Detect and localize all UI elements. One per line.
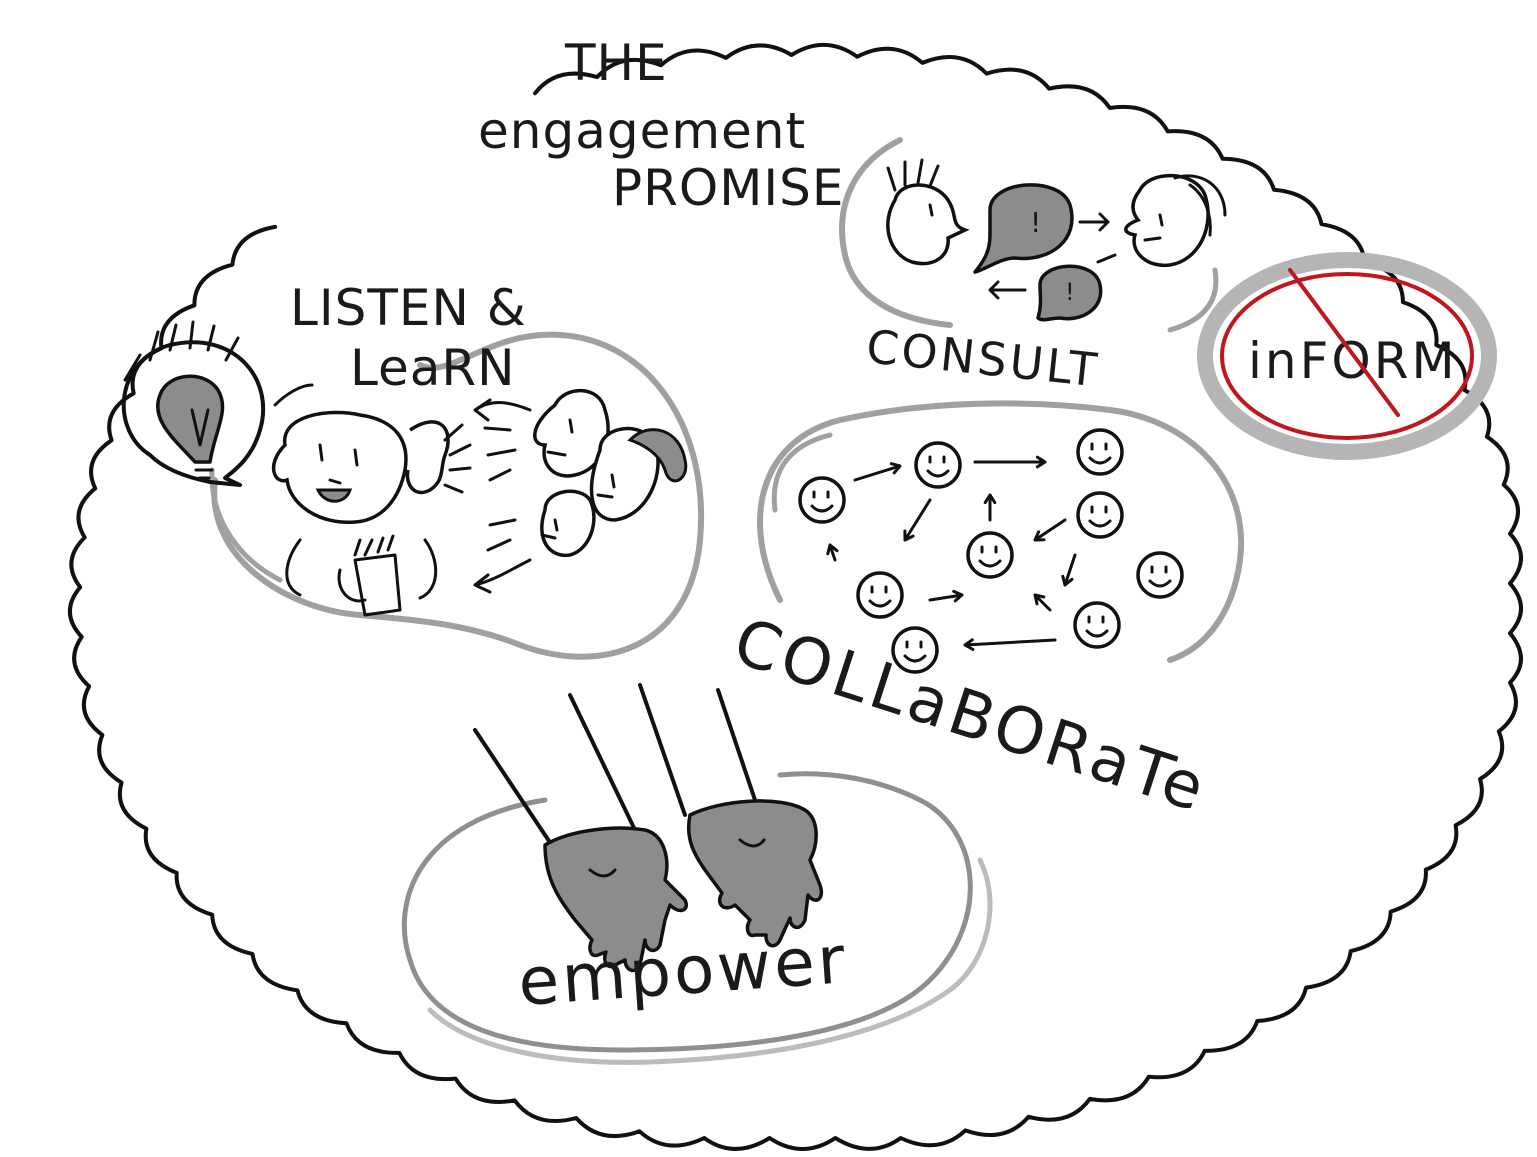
empower-halo-outer [427,857,993,1065]
bubble-mark-1: ! [1030,206,1041,239]
listen-learn-group: LISTEN & LeaRN [121,279,705,660]
listen-label-line1: LISTEN & [290,279,527,337]
arrow-icon [903,498,932,542]
consult-label: CONSULT [864,319,1102,397]
title-group: THE engagement PROMISE [478,34,844,217]
arrow-icon [853,462,902,482]
right-arm-icon [638,683,757,817]
consultant-right-face-icon [1124,173,1210,268]
arrow-icon [1033,593,1052,612]
smiley-face-icon [798,476,846,524]
cloud-outline [67,42,1523,1151]
title-line3: PROMISE [612,159,844,217]
consult-group: ! ! CONSULT [839,137,1227,397]
smiley-face-icon [914,441,962,489]
arrow-right-icon [1078,212,1110,232]
inform-group: inFORM [1197,252,1497,460]
listener-person-icon [271,410,472,617]
smiley-face-icon [1076,428,1124,476]
listen-halo [211,331,705,660]
listen-label-line2: LeaRN [350,339,516,397]
arrow-icon [963,638,1057,651]
listen-halo-inner [209,467,283,583]
bubble-mark-2: ! [1065,278,1075,306]
collaborate-halo [757,400,1245,663]
collaborate-halo-inner [771,432,833,513]
right-hand-icon [687,799,823,948]
consultant-left-face-icon [886,183,970,266]
title-line2: engagement [478,102,806,160]
arrow-icon [983,493,997,522]
lightbulb-icon [121,320,266,487]
arrow-icon [1033,518,1067,542]
empower-group: empower [401,683,993,1065]
smiley-face-icon [1073,601,1121,649]
smiley-face-icon [891,626,939,674]
arrow-icon [826,543,839,562]
left-hand-icon [543,826,688,973]
smiley-face-icon [966,531,1014,579]
empower-halo [401,771,973,1053]
arrow-left-icon [988,280,1027,300]
left-arm-icon [473,693,637,852]
smiley-network [798,428,1184,674]
consult-halo-right [1167,267,1219,333]
smiley-face-icon [1136,551,1184,599]
empower-label: empower [516,921,850,1021]
inform-circle [1220,272,1474,440]
smiley-face-icon [856,571,904,619]
speech-bubble-icon-2 [1036,264,1103,322]
arrow-icon [928,589,964,603]
smiley-face-icon [1076,491,1124,539]
arrow-icon [1061,553,1077,587]
arrow-icon [973,455,1047,469]
speech-bubble-icon-1 [973,183,1074,274]
inform-label: inFORM [1248,332,1458,390]
inform-halo [1197,252,1497,460]
collaborate-group: COLLaBORaTe [725,400,1245,828]
strike-through-line [1288,268,1400,417]
bulb-connector [273,383,314,407]
collaborate-label: COLLaBORaTe [725,605,1216,828]
speakers-group-icon [473,388,688,594]
consult-halo [839,137,953,328]
spiky-hair-icon [886,158,940,192]
title-line1: THE [564,34,668,92]
